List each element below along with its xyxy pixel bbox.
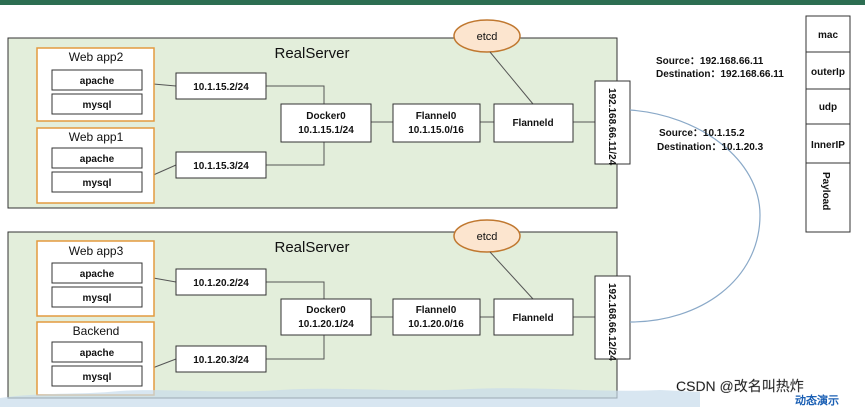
host-nic-1-ip: 192.168.66.11/24 [606,88,617,166]
service-mysql [51,365,143,387]
service-apache-label: apache [80,269,115,280]
app-backend-title: Backend [73,324,120,338]
etcd-1-label: etcd [477,31,498,43]
service-apache [51,69,143,91]
packet-layers: mac outerIp udp InnerIP Payload [805,15,851,233]
etcd-2-label: etcd [477,231,498,243]
veth-ip-3-label: 10.1.20.2/24 [193,278,249,289]
veth-ip-4 [175,345,267,373]
flanneld-1 [493,103,574,143]
veth-ip-2 [175,151,267,179]
flannel0-2-ip: 10.1.20.0/16 [408,319,464,330]
host-nic-2 [594,275,631,360]
docker0-2-name: Docker0 [306,305,346,316]
veth-ip-3 [175,268,267,296]
app-web-app2-title: Web app2 [69,50,124,64]
server-1-label: RealServer [274,45,349,62]
service-apache [51,341,143,363]
service-mysql-label: mysql [83,372,112,383]
flannel0-2 [392,298,481,336]
docker0-1-ip: 10.1.15.1/24 [298,125,354,136]
host-link [629,109,761,323]
footer-label: 动态演示 [795,393,839,407]
layer-payload: Payload [820,172,831,210]
flannel0-1-name: Flannel0 [416,111,457,122]
inner-destination: Destination：10.1.20.3 [657,142,764,153]
flanneld-2-label: Flanneld [512,313,553,324]
inner-source: Source：10.1.15.2 [659,128,745,139]
veth-ip-4-label: 10.1.20.3/24 [193,355,249,366]
service-mysql-label: mysql [83,293,112,304]
outer-destination: Destination：192.168.66.11 [656,69,784,80]
flannel0-2-name: Flannel0 [416,305,457,316]
flannel0-1-ip: 10.1.15.0/16 [408,125,464,136]
flanneld-2 [493,298,574,336]
service-mysql [51,171,143,193]
flannel0-1 [392,103,481,143]
layer-udp: udp [819,102,837,113]
service-apache-label: apache [80,154,115,165]
server-2-label: RealServer [274,239,349,256]
server-2: RealServer etcd Web app3 apache mysql Ba… [7,219,631,399]
flanneld-1-label: Flanneld [512,118,553,129]
host-nic-2-ip: 192.168.66.12/24 [606,283,617,361]
layer-outerip: outerIp [811,67,845,78]
app-web-app1-title: Web app1 [69,130,124,144]
docker0-1 [280,103,372,143]
etcd-1 [453,19,521,53]
service-apache [51,262,143,284]
docker0-1-name: Docker0 [306,111,346,122]
service-apache-label: apache [80,348,115,359]
service-mysql-label: mysql [83,100,112,111]
outer-source: Source：192.168.66.11 [656,56,764,67]
bottom-wave [0,388,700,407]
host-nic-1 [594,80,631,165]
etcd-2 [453,219,521,253]
server-1: RealServer etcd Web app2 apache mysql We… [7,19,631,209]
top-band [0,0,865,5]
app-web-app3-title: Web app3 [69,244,124,258]
service-apache [51,147,143,169]
docker0-2-ip: 10.1.20.1/24 [298,319,354,330]
layer-innerip: InnerIP [811,140,845,151]
service-mysql [51,93,143,115]
veth-ip-2-label: 10.1.15.3/24 [193,161,249,172]
service-apache-label: apache [80,76,115,87]
veth-ip-1-label: 10.1.15.2/24 [193,82,249,93]
docker0-2 [280,298,372,336]
watermark-text: CSDN @改名叫热炸 [676,378,804,394]
veth-ip-1 [175,72,267,100]
service-mysql [51,286,143,308]
service-mysql-label: mysql [83,178,112,189]
layer-mac: mac [818,30,838,41]
